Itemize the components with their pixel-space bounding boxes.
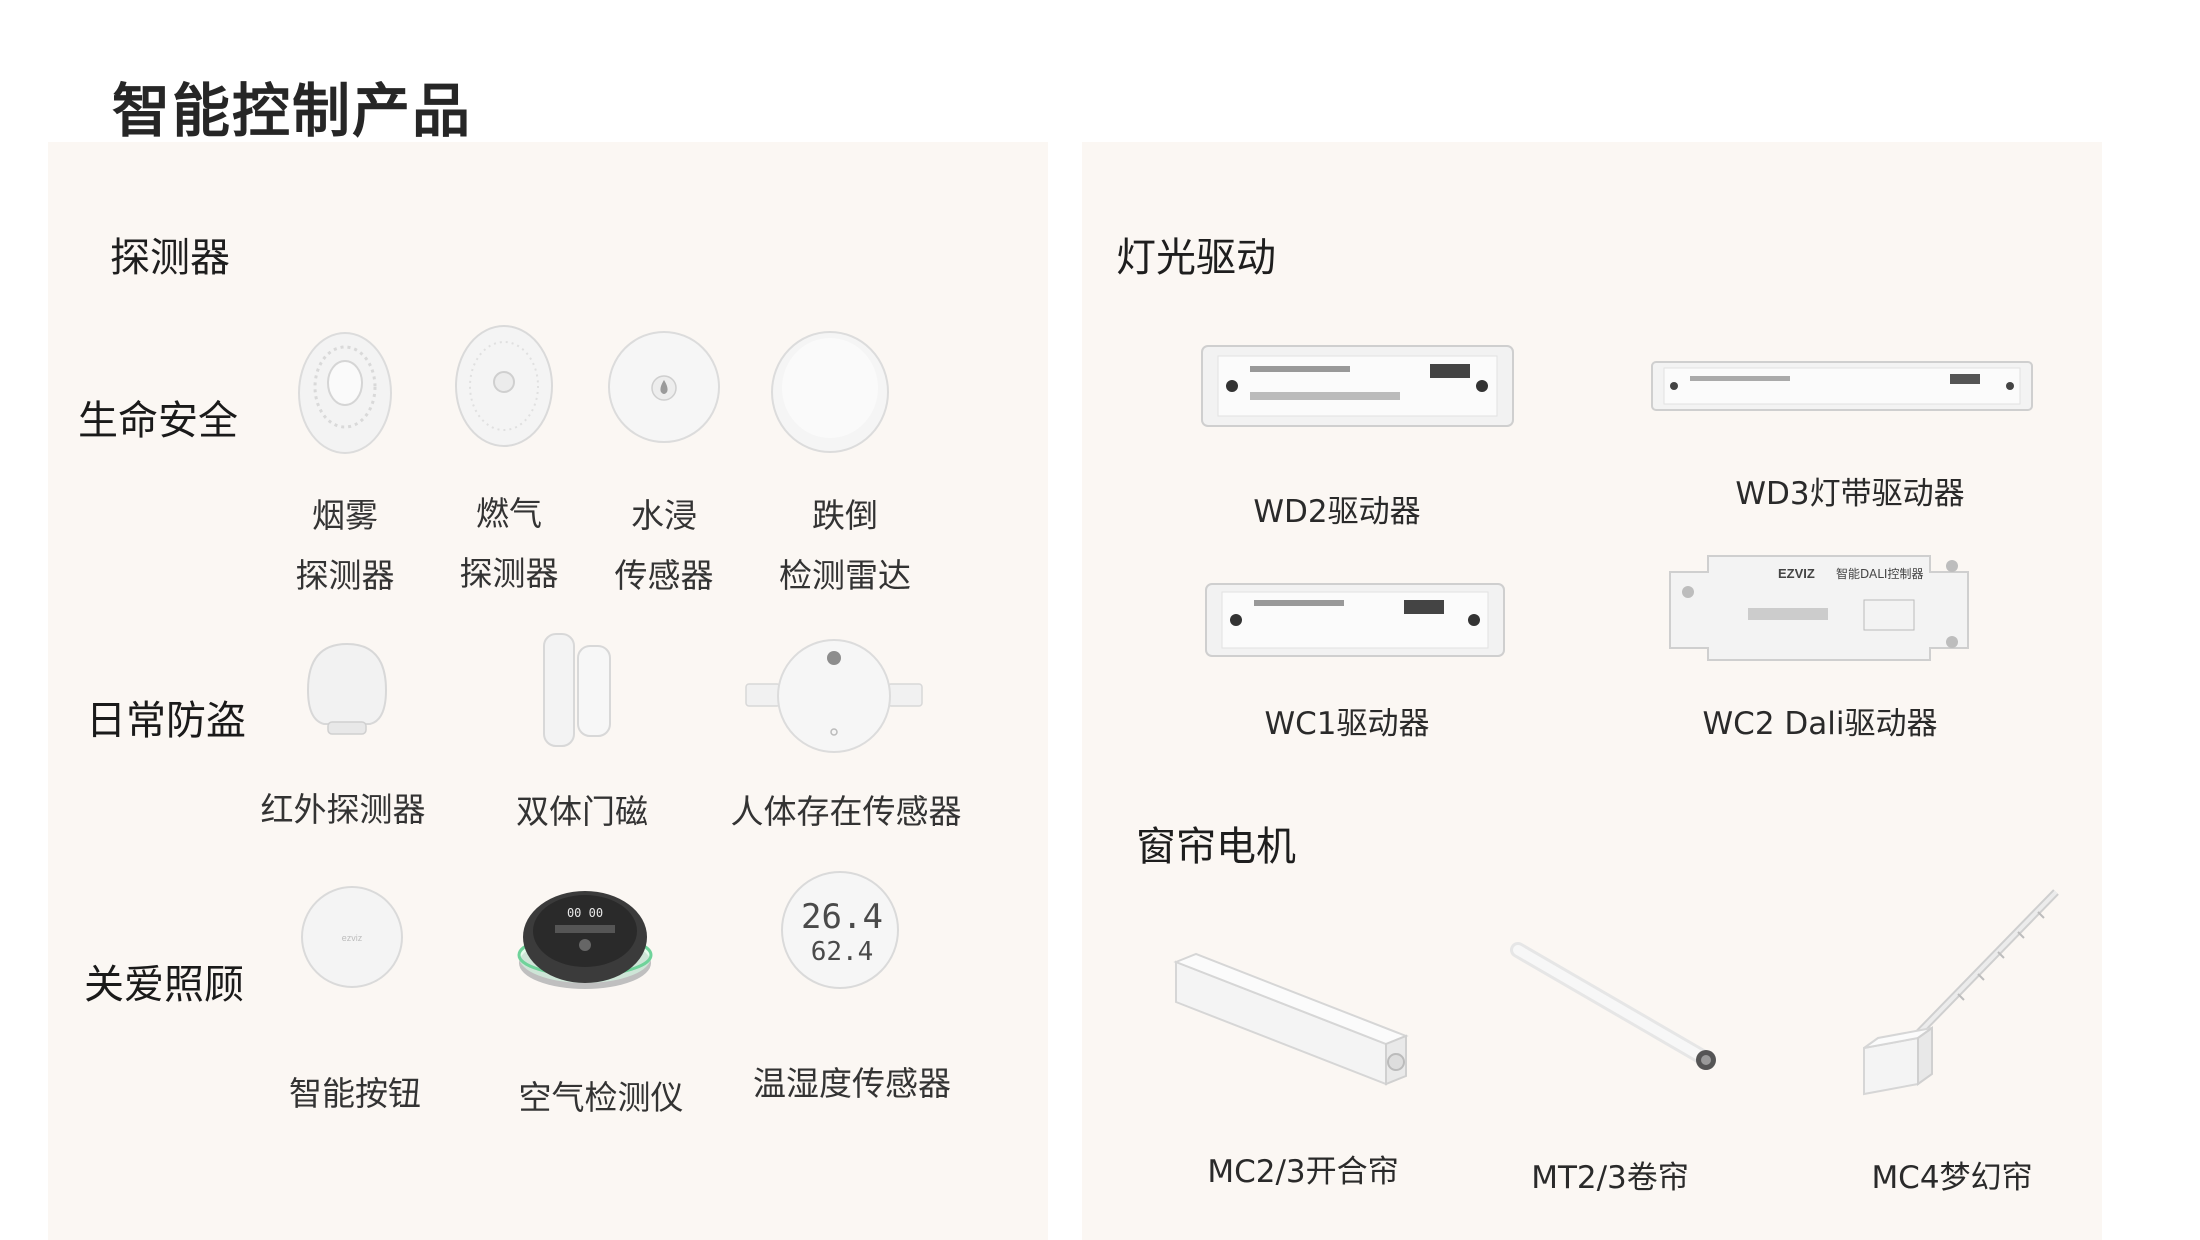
smoke-detector-icon [295,325,395,455]
air-monitor-icon: 00 00 [515,885,655,995]
item-label-thermo-hygrometer: 温湿度传感器 [753,1064,951,1103]
thermo-temp: 26.4 [801,897,883,937]
section-title-lighting: 灯光驱动 [1116,235,1276,281]
row-label-care: 关爱照顾 [84,962,244,1008]
smart-button-icon: ezviz [300,885,404,989]
label-wc1-driver: WC1驱动器 [1264,706,1430,742]
row-label-anti-theft: 日常防盗 [86,698,246,744]
item-label-fall-radar: 跌倒 检测雷达 [779,496,911,595]
label-wd3-strip-driver: WD3灯带驱动器 [1735,476,1965,512]
air-monitor-display: 00 00 [567,906,603,920]
wc1-driver-icon [1204,580,1506,660]
item-label-presence-sensor: 人体存在传感器 [730,792,962,831]
wc2-dali-driver-icon: EZVIZ 智能DALI控制器 [1668,552,1970,662]
label-wd2-driver: WD2驱动器 [1253,494,1421,530]
item-label-gas-detector: 燃气 探测器 [459,494,559,593]
label-mc-curtain-motor: MC2/3开合帘 [1207,1154,1399,1190]
thermo-humidity: 62.4 [811,937,874,967]
door-magnet-icon [540,632,620,752]
wc2-brand-text: EZVIZ [1778,566,1815,581]
mc4-dream-curtain-icon [1858,888,2060,1098]
page-title: 智能控制产品 [112,77,473,145]
item-label-door-magnet: 双体门磁 [516,792,648,831]
item-label-smoke-detector: 烟雾 探测器 [295,496,395,595]
mt-roller-motor-icon [1510,940,1724,1074]
wc2-device-text: 智能DALI控制器 [1836,566,1923,581]
water-leak-sensor-icon [607,330,722,445]
item-label-infrared-detector: 红外探测器 [260,790,426,829]
infrared-detector-icon [300,640,394,740]
thermo-hygrometer-icon: 26.4 62.4 [780,868,900,992]
section-title-curtain: 窗帘电机 [1136,824,1296,870]
section-title-detectors: 探测器 [110,235,230,281]
label-mt-roller-motor: MT2/3卷帘 [1531,1160,1689,1196]
item-label-air-monitor: 空气检测仪 [518,1078,684,1117]
wd3-strip-driver-icon [1650,358,2034,414]
item-label-water-leak-sensor: 水浸 传感器 [614,496,714,595]
row-label-life-safety: 生命安全 [78,398,238,444]
gas-detector-icon [452,320,556,450]
mc-curtain-motor-icon [1166,952,1428,1088]
wd2-driver-icon [1200,342,1515,430]
item-label-smart-button: 智能按钮 [289,1074,421,1113]
svg-text:ezviz: ezviz [342,933,363,943]
fall-detection-radar-icon [770,330,892,455]
label-wc2-dali-driver: WC2 Dali驱动器 [1702,706,1938,742]
label-mc4-dream-curtain: MC4梦幻帘 [1871,1160,2033,1196]
presence-sensor-icon [744,639,924,760]
